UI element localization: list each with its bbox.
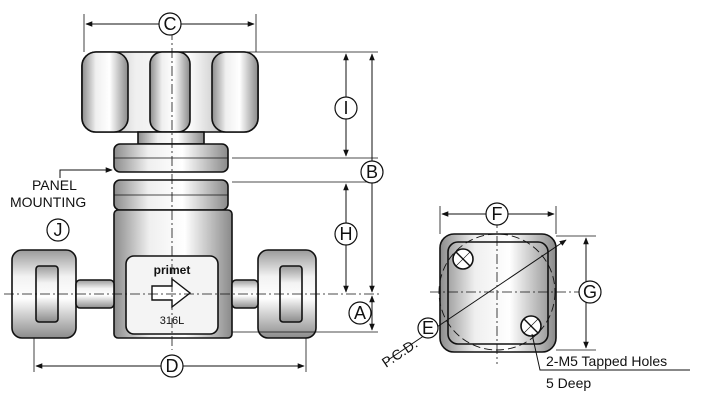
dimension-h: H <box>334 183 358 293</box>
dimension-g: G <box>556 235 602 351</box>
svg-text:5 Deep: 5 Deep <box>546 375 591 391</box>
panel-mounting-note: PANEL MOUNTING <box>10 167 113 210</box>
front-view: primet 316L <box>4 30 380 350</box>
svg-text:D: D <box>166 356 179 376</box>
svg-text:I: I <box>343 98 348 118</box>
svg-text:J: J <box>54 220 63 240</box>
dimension-i: I <box>334 53 358 157</box>
handle-grip-right <box>211 51 259 133</box>
svg-text:MOUNTING: MOUNTING <box>10 194 86 210</box>
dimension-c: C <box>83 12 257 52</box>
tapped-hole-bottom <box>520 315 542 337</box>
bottom-view <box>430 218 580 364</box>
dimension-f: F <box>439 202 557 234</box>
dimension-d: D <box>33 338 307 378</box>
svg-text:PANEL: PANEL <box>32 177 77 193</box>
stem <box>137 131 205 145</box>
dimension-j: J <box>46 218 70 242</box>
svg-text:C: C <box>164 14 177 34</box>
svg-text:G: G <box>583 282 597 302</box>
dimension-a: A <box>348 295 375 331</box>
tapped-holes-note: 2-M5 Tapped Holes 5 Deep <box>531 333 690 391</box>
svg-text:H: H <box>340 224 353 244</box>
svg-text:P.C.D.: P.C.D. <box>379 335 421 370</box>
handle-center <box>149 51 191 133</box>
svg-text:B: B <box>366 162 378 182</box>
tapped-hole-top <box>452 248 474 270</box>
svg-text:E: E <box>422 318 434 338</box>
svg-text:A: A <box>354 303 366 323</box>
svg-text:F: F <box>492 204 503 224</box>
handle-grip-left <box>81 51 129 133</box>
dimension-b: B <box>360 53 384 293</box>
svg-text:2-M5 Tapped Holes: 2-M5 Tapped Holes <box>546 353 667 369</box>
